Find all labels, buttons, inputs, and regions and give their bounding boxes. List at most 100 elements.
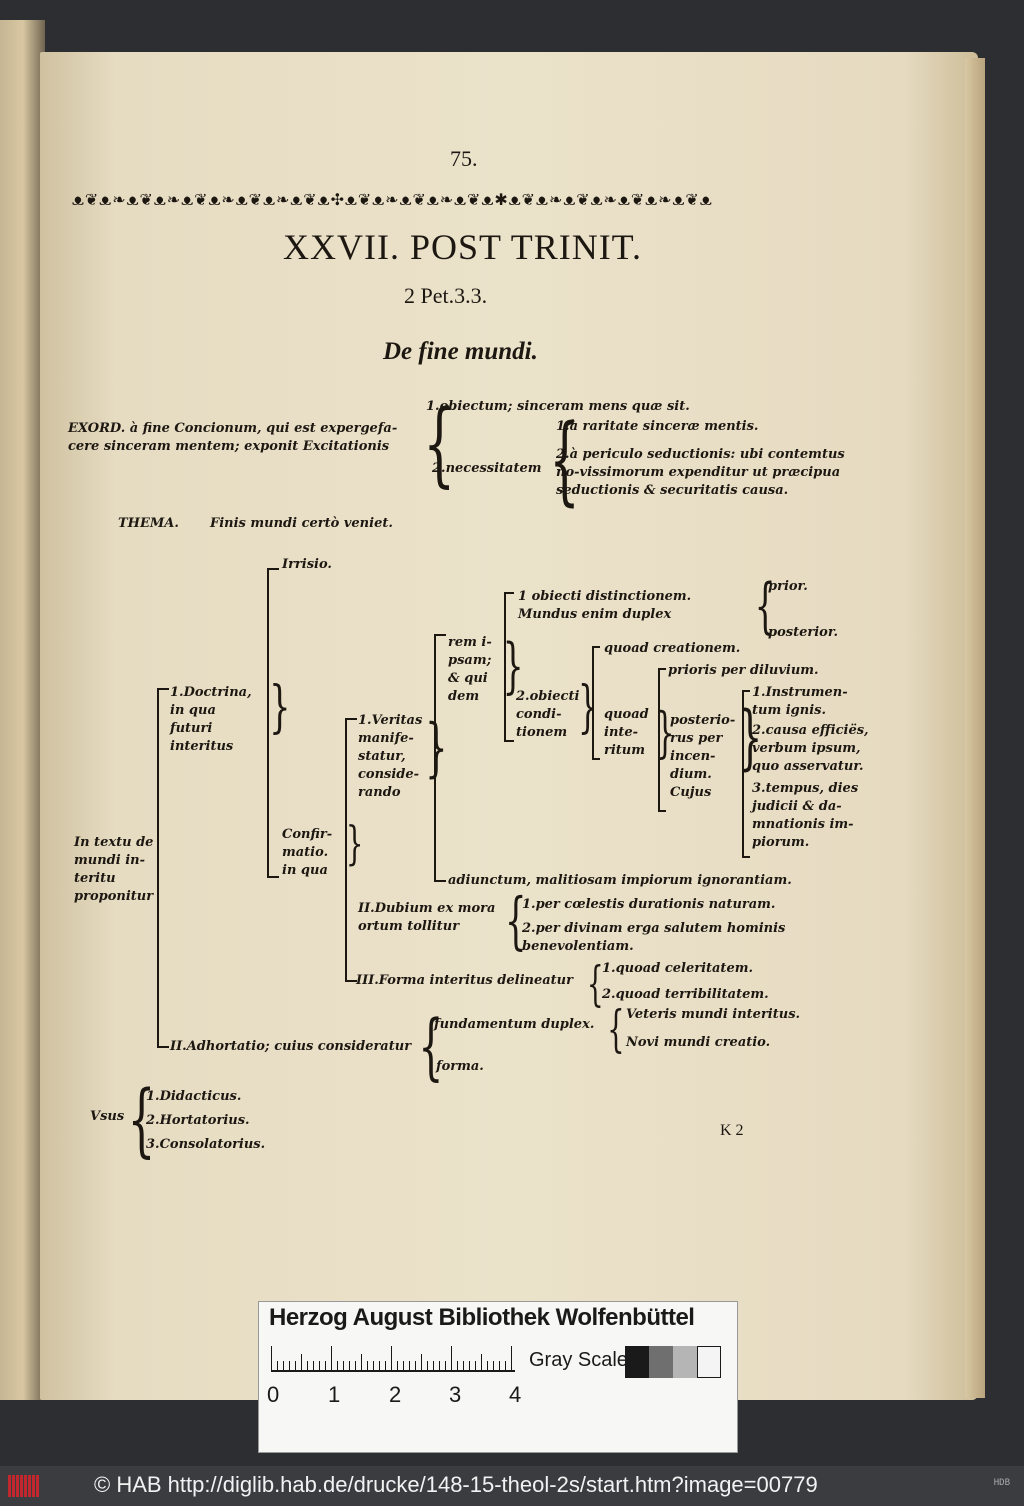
- dubium-item1: 1.per cœlestis durationis naturam.: [522, 897, 776, 912]
- ruler-number-0: 0: [267, 1382, 280, 1407]
- credit-link[interactable]: © HAB http://diglib.hab.de/drucke/148-15…: [94, 1472, 818, 1497]
- ruler-tick: [391, 1346, 392, 1370]
- cujus-bracket-top: [742, 690, 750, 692]
- ruler-tick: [355, 1361, 356, 1370]
- exord-intro: EXORD. à fine Concionum, qui est experge…: [68, 421, 398, 454]
- adhortatio-brace: {: [418, 1004, 444, 1088]
- ruler-tick: [313, 1361, 314, 1370]
- ruler-tick: [385, 1361, 386, 1370]
- usus-item-2: 2.Hortatorius.: [146, 1113, 250, 1128]
- interitum-bracket-bottom: [658, 810, 666, 812]
- page-edge: [965, 58, 985, 1398]
- tree-root: In textu de mundi in-teritu proponitur: [74, 835, 154, 904]
- ruler-tick: [331, 1346, 332, 1370]
- ruler-tick: [445, 1361, 446, 1370]
- adhortatio-label: II.Adhortatio; cuius consideratur: [170, 1039, 412, 1054]
- gray-swatch-2: [649, 1346, 673, 1378]
- exord-sub2: 2.à periculo seductionis: ubi contemtus …: [556, 447, 845, 498]
- interitum-bracket: [658, 668, 660, 812]
- gray-swatch-3: [673, 1346, 697, 1378]
- thema-text: Finis mundi certò veniet.: [210, 516, 393, 531]
- ruler: [271, 1346, 515, 1372]
- ruler-tick: [469, 1361, 470, 1370]
- ruler-tick: [277, 1361, 278, 1370]
- cond-bracket: [592, 646, 594, 760]
- exord-sub1: 1.à raritate sinceræ mentis.: [556, 419, 759, 434]
- ruler-tick: [361, 1354, 362, 1370]
- confirmatio-bracket-top: [345, 718, 357, 720]
- prior-label: prior.: [768, 579, 808, 594]
- confirmatio-bracket-bottom: [345, 980, 357, 982]
- page-number: 75.: [450, 146, 478, 171]
- ruler-tick: [457, 1361, 458, 1370]
- instrumentum-label: 1.Instrumen-tum ignis.: [752, 685, 848, 718]
- exord-item2: 2.necessitatem: [432, 461, 542, 476]
- page-subtitle: De fine mundi.: [383, 338, 538, 365]
- exord-sub-brace: {: [549, 404, 580, 516]
- causa-label: 2.causa efficiës, verbum ipsum, quo asse…: [752, 723, 869, 774]
- obiecti-dist-label: 1 obiecti distinctionem. Mundus enim dup…: [518, 589, 692, 622]
- forma-label: III.Forma interitus delineatur: [356, 973, 573, 988]
- forma-brace: {: [586, 956, 604, 1012]
- cond-brace: }: [578, 675, 598, 740]
- thema-label: THEMA.: [118, 516, 179, 531]
- ruler-tick: [367, 1361, 368, 1370]
- signature-mark: K 2: [720, 1122, 744, 1139]
- obiecti-cond-label: 2.obiecti condi-tionem: [516, 689, 580, 740]
- confirmatio-brace: }: [345, 816, 364, 870]
- doctrina-bracket: [267, 568, 269, 878]
- ruler-tick: [349, 1361, 350, 1370]
- root-bracket: [157, 688, 159, 1048]
- veritas-bracket-top: [434, 634, 446, 636]
- usus-label: Vsus: [90, 1109, 125, 1124]
- rem-bracket-bottom: [504, 740, 514, 742]
- ruler-tick: [433, 1361, 434, 1370]
- interitum-brace: }: [655, 701, 675, 764]
- page-heading: XXVII. POST TRINIT.: [283, 227, 642, 267]
- ruler-tick: [409, 1361, 410, 1370]
- ruler-tick: [325, 1361, 326, 1370]
- ruler-tick: [283, 1361, 284, 1370]
- ruler-tick: [511, 1346, 512, 1370]
- ornament-band: ᴥ❦ᴥ❧ᴥ❦ᴥ❧ᴥ❦ᴥ❧ᴥ❦ᴥ❧ᴥ❦ᴥ✣ᴥ❦ᴥ❧ᴥ❦ᴥ❧ᴥ❦ᴥ✱ᴥ❦ᴥ❧ᴥ❦ᴥ❧…: [72, 190, 713, 209]
- fundamentum-brace: {: [607, 1000, 625, 1058]
- ruler-tick: [403, 1361, 404, 1370]
- veritas-brace: }: [425, 711, 448, 785]
- exord-brace: {: [423, 390, 456, 497]
- credit-small-mark: HDB: [993, 1478, 1010, 1488]
- ruler-tick: [319, 1361, 320, 1370]
- forma-item1: 1.quoad celeritatem.: [602, 961, 753, 976]
- adiunctum-label: adiunctum, malitiosam impiorum ignoranti…: [448, 873, 792, 888]
- ruler-tick: [439, 1361, 440, 1370]
- gray-scale-label: Gray Scale: [529, 1349, 628, 1371]
- ruler-tick: [379, 1361, 380, 1370]
- root-bracket-bottom: [157, 1046, 169, 1048]
- ruler-tick: [427, 1361, 428, 1370]
- ruler-number-4: 4: [509, 1382, 522, 1407]
- novi-label: Novi mundi creatio.: [626, 1035, 771, 1050]
- ruler-tick: [307, 1361, 308, 1370]
- veritas-bracket: [434, 634, 436, 882]
- scripture-reference: 2 Pet.3.3.: [404, 283, 488, 308]
- irrisio-label: Irrisio.: [282, 557, 332, 572]
- usus-brace: {: [127, 1073, 156, 1166]
- ruler-tick: [337, 1361, 338, 1370]
- hab-logo-icon: [8, 1475, 44, 1497]
- ruler-tick: [421, 1354, 422, 1370]
- mundus-brace: {: [754, 571, 776, 641]
- color-reference-card: Herzog August Bibliothek Wolfenbüttel 0 …: [258, 1301, 738, 1453]
- posterior-label: posterior.: [768, 625, 838, 640]
- ruler-tick: [499, 1361, 500, 1370]
- ruler-tick: [415, 1361, 416, 1370]
- ruler-tick: [301, 1354, 302, 1370]
- scan-image: 75. ᴥ❦ᴥ❧ᴥ❦ᴥ❧ᴥ❦ᴥ❧ᴥ❦ᴥ❧ᴥ❦ᴥ✣ᴥ❦ᴥ❧ᴥ❦ᴥ❧ᴥ❦ᴥ✱ᴥ❦ᴥ❧…: [0, 20, 985, 1453]
- gray-swatch-1: [625, 1346, 649, 1378]
- ruler-tick: [493, 1361, 494, 1370]
- veritas-bracket-bottom: [434, 880, 446, 882]
- cond-bracket-top: [592, 646, 600, 648]
- dubium-label: II.Dubium ex mora ortum tollitur: [358, 901, 496, 934]
- doctrina-bracket-bottom: [267, 876, 279, 878]
- doctrina-bracket-top: [267, 568, 279, 570]
- veteris-label: Veteris mundi interitus.: [626, 1007, 801, 1022]
- exord-item1: 1.obiectum; sinceram mens quæ sit.: [426, 399, 690, 414]
